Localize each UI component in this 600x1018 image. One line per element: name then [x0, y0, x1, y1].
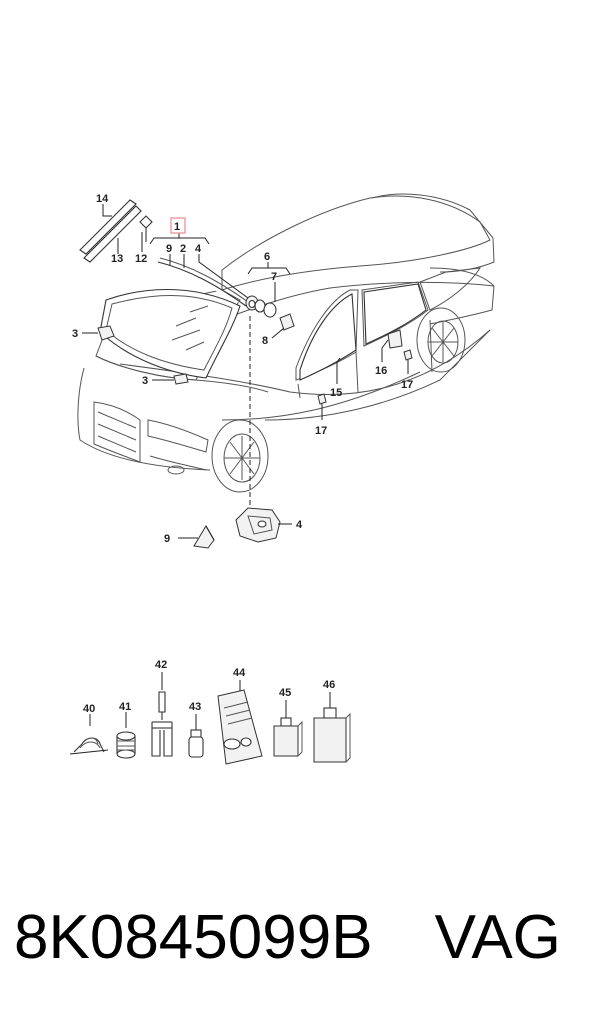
callout-14: 14 — [96, 193, 109, 205]
exploded-view-diagram: 1 9 2 4 14 13 12 6 7 8 3 3 15 16 17 17 9… — [69, 193, 495, 765]
callout-15: 15 — [330, 387, 342, 399]
callout-41: 41 — [119, 701, 131, 713]
clip-17-rear — [403, 349, 413, 361]
accessory-45-box — [273, 700, 303, 757]
leader-lines — [82, 204, 409, 539]
accessory-43-bottle — [188, 714, 204, 758]
roof-strip-13 — [83, 205, 142, 263]
callout-2: 2 — [180, 243, 186, 255]
callout-8: 8 — [262, 335, 268, 347]
callout-6: 6 — [264, 251, 270, 263]
windshield-trim-strip — [159, 257, 249, 303]
callout-7: 7 — [271, 271, 277, 283]
callout-40: 40 — [83, 703, 95, 715]
clip-12 — [139, 215, 153, 242]
footer-caption: 8K0845099B VAG — [14, 888, 594, 988]
callout-16: 16 — [375, 365, 387, 377]
accessory-40-spring — [69, 714, 109, 755]
callout-43: 43 — [189, 701, 201, 713]
callout-3-lower: 3 — [142, 375, 148, 387]
accessory-44-bag — [217, 680, 263, 765]
roof-strip-14 — [79, 199, 137, 255]
door-glass-16 — [363, 283, 427, 349]
callout-45: 45 — [279, 687, 291, 699]
clip-part-9 — [193, 525, 215, 549]
accessory-46-box — [313, 692, 351, 763]
callout-4-upper: 4 — [195, 243, 202, 255]
accessory-41-coil — [116, 712, 136, 759]
callout-42: 42 — [155, 659, 167, 671]
sensor-part-7 — [263, 302, 277, 318]
cover-part-8 — [279, 313, 295, 331]
part-number: 8K0845099B — [14, 903, 373, 972]
clip-17-front — [317, 393, 327, 405]
windshield-glass — [99, 288, 241, 379]
callout-46: 46 — [323, 679, 335, 691]
callout-12: 12 — [135, 253, 147, 265]
callout-13: 13 — [111, 253, 123, 265]
door-glass-15 — [299, 293, 357, 381]
mount-pad-3-upper — [97, 325, 115, 341]
callout-1: 1 — [174, 221, 180, 233]
callout-labels: 1 9 2 4 14 13 12 6 7 8 3 3 15 16 17 17 9… — [72, 193, 413, 545]
bracket-part-4 — [235, 507, 281, 543]
callout-9-lower: 9 — [164, 533, 170, 545]
callout-4-lower: 4 — [296, 519, 303, 531]
callout-9-upper: 9 — [166, 243, 172, 255]
highlight-box-1 — [170, 217, 186, 234]
accessory-42-tool — [151, 672, 173, 757]
callout-17-rear: 17 — [401, 379, 413, 391]
callout-3-upper: 3 — [72, 328, 78, 340]
windshield-seal-strip — [157, 261, 247, 307]
callout-17-front: 17 — [315, 425, 327, 437]
callout-44: 44 — [233, 667, 246, 679]
brand-name: VAG — [434, 903, 561, 972]
mount-pad-3-lower — [173, 373, 189, 385]
